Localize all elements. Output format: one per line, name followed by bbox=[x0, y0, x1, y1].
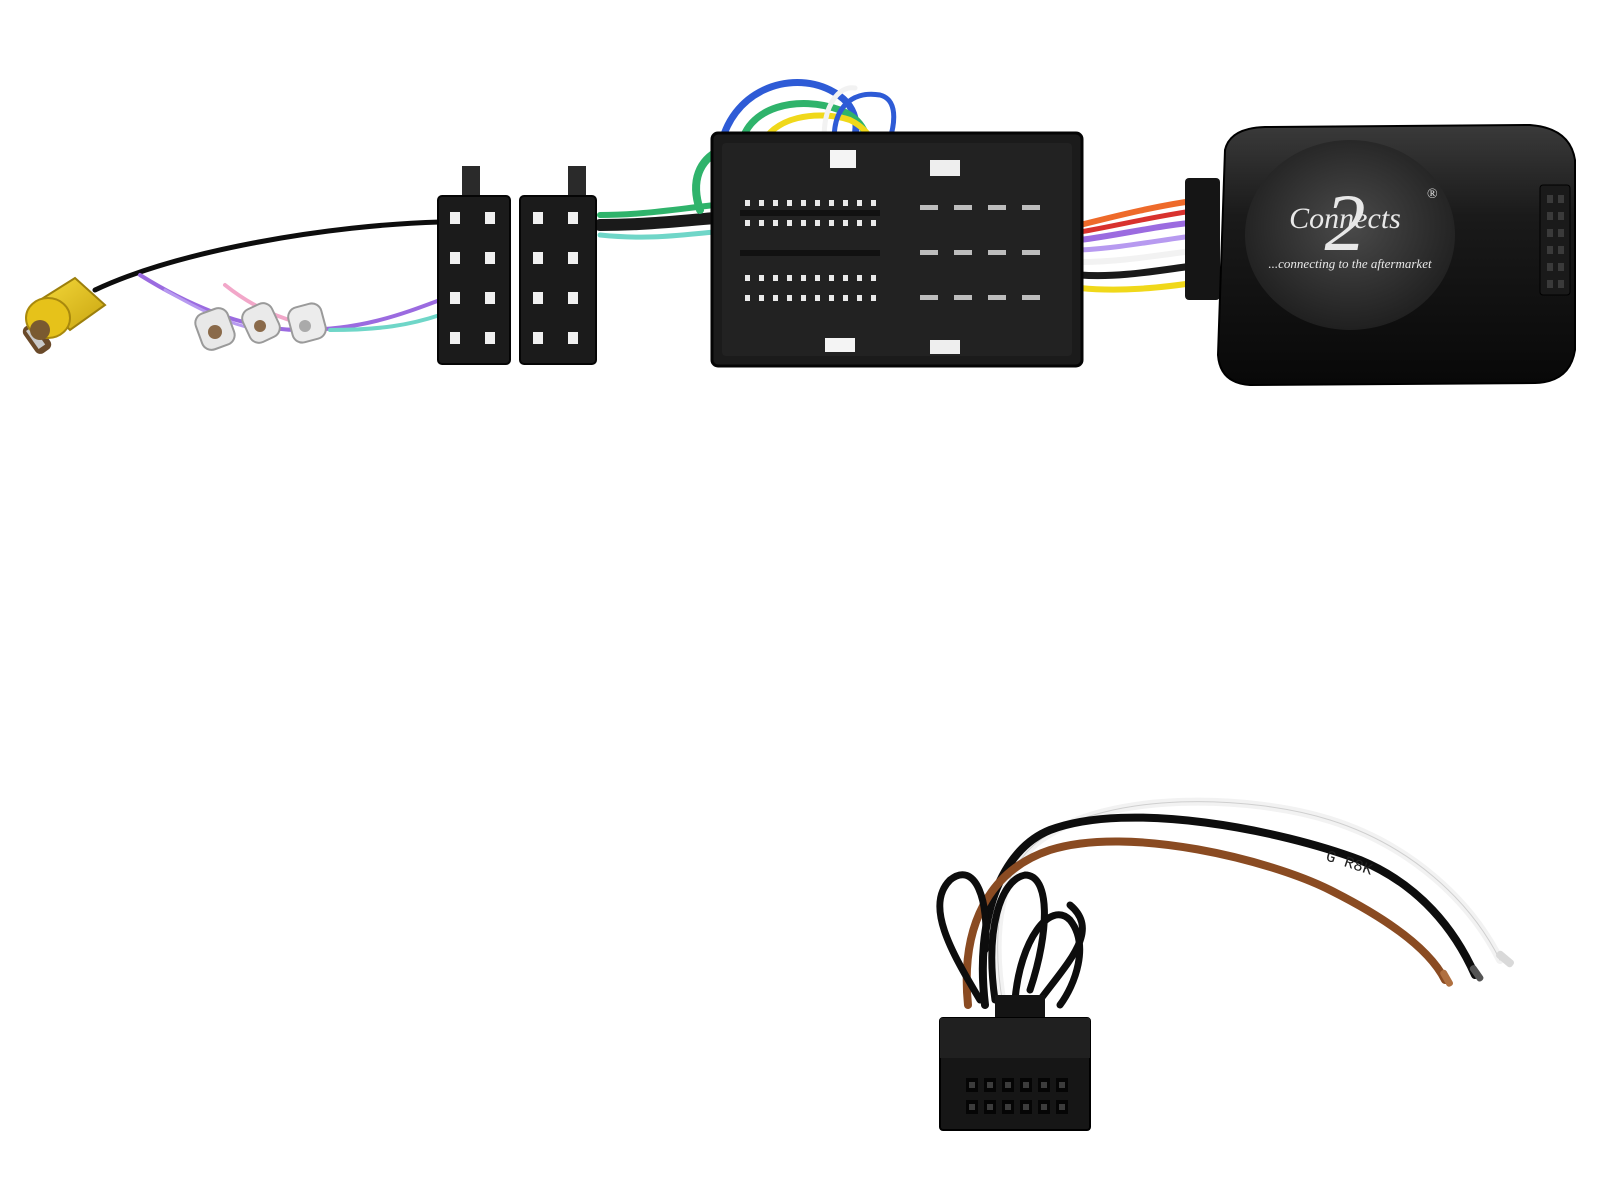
pin bbox=[815, 220, 820, 226]
pin bbox=[815, 200, 820, 206]
pin bbox=[987, 1104, 993, 1110]
pin bbox=[871, 295, 876, 301]
pin bbox=[1023, 1082, 1029, 1088]
pin bbox=[787, 295, 792, 301]
pin bbox=[954, 205, 972, 210]
pin bbox=[857, 295, 862, 301]
pin bbox=[745, 200, 750, 206]
pin bbox=[920, 250, 938, 255]
pin bbox=[801, 275, 806, 281]
pin bbox=[787, 275, 792, 281]
pin bbox=[759, 295, 764, 301]
pin bbox=[954, 250, 972, 255]
pin bbox=[1041, 1082, 1047, 1088]
pin bbox=[843, 200, 848, 206]
pin bbox=[969, 1104, 975, 1110]
pin bbox=[829, 275, 834, 281]
pin bbox=[857, 200, 862, 206]
pin bbox=[954, 295, 972, 300]
rca-plug bbox=[22, 276, 107, 354]
pin bbox=[759, 275, 764, 281]
pin bbox=[745, 275, 750, 281]
pin bbox=[857, 275, 862, 281]
twelve-pin-plug bbox=[939, 995, 1091, 1131]
pin bbox=[988, 205, 1006, 210]
pin bbox=[801, 220, 806, 226]
pin bbox=[920, 205, 938, 210]
brand-tagline: ...connecting to the aftermarket bbox=[1268, 256, 1432, 271]
brand-logo: 2 Connects ® ...connecting to the afterm… bbox=[1268, 177, 1438, 271]
pin bbox=[759, 220, 764, 226]
pin bbox=[759, 200, 764, 206]
pin bbox=[843, 220, 848, 226]
iso-connector-right bbox=[519, 166, 597, 365]
steering-harness: G R8K bbox=[936, 797, 1504, 1009]
brand-logo-number: 2 bbox=[1325, 177, 1366, 268]
pin bbox=[1059, 1104, 1065, 1110]
brand-logo-name: Connects bbox=[1289, 202, 1401, 235]
pin bbox=[773, 220, 778, 226]
pin bbox=[988, 250, 1006, 255]
pin bbox=[843, 295, 848, 301]
registered-mark: ® bbox=[1427, 187, 1438, 202]
pin bbox=[843, 275, 848, 281]
plug-pin-grid bbox=[966, 1078, 1068, 1114]
pin bbox=[857, 220, 862, 226]
pin bbox=[829, 295, 834, 301]
iso-connector-left bbox=[437, 166, 511, 365]
pin bbox=[988, 295, 1006, 300]
speaker-terminals bbox=[194, 302, 327, 351]
pin bbox=[1022, 295, 1040, 300]
terminal-3 bbox=[287, 302, 327, 344]
pin bbox=[829, 200, 834, 206]
main-vehicle-connector bbox=[710, 131, 1084, 368]
pin bbox=[773, 275, 778, 281]
pin bbox=[1041, 1104, 1047, 1110]
pin bbox=[829, 220, 834, 226]
terminal-2 bbox=[241, 302, 281, 344]
interface-module: 2 Connects ® ...connecting to the afterm… bbox=[1185, 123, 1576, 387]
pin bbox=[1005, 1082, 1011, 1088]
pin bbox=[773, 200, 778, 206]
pin bbox=[815, 295, 820, 301]
wire-tips bbox=[1440, 950, 1515, 987]
pin bbox=[1005, 1104, 1011, 1110]
pin bbox=[773, 295, 778, 301]
pin bbox=[801, 295, 806, 301]
pin bbox=[871, 220, 876, 226]
pin bbox=[1022, 205, 1040, 210]
pin bbox=[815, 275, 820, 281]
connector-pin-grid-left bbox=[745, 200, 876, 301]
pin bbox=[969, 1082, 975, 1088]
terminal-1 bbox=[194, 307, 236, 351]
pin bbox=[871, 200, 876, 206]
pin bbox=[987, 1082, 993, 1088]
pin bbox=[787, 200, 792, 206]
pin bbox=[1023, 1104, 1029, 1110]
pin bbox=[745, 220, 750, 226]
pin bbox=[871, 275, 876, 281]
pin bbox=[1022, 250, 1040, 255]
connector-pin-grid-right bbox=[920, 205, 1040, 300]
pin bbox=[745, 295, 750, 301]
pin bbox=[920, 295, 938, 300]
pin bbox=[1059, 1082, 1065, 1088]
pin bbox=[787, 220, 792, 226]
pin bbox=[801, 200, 806, 206]
